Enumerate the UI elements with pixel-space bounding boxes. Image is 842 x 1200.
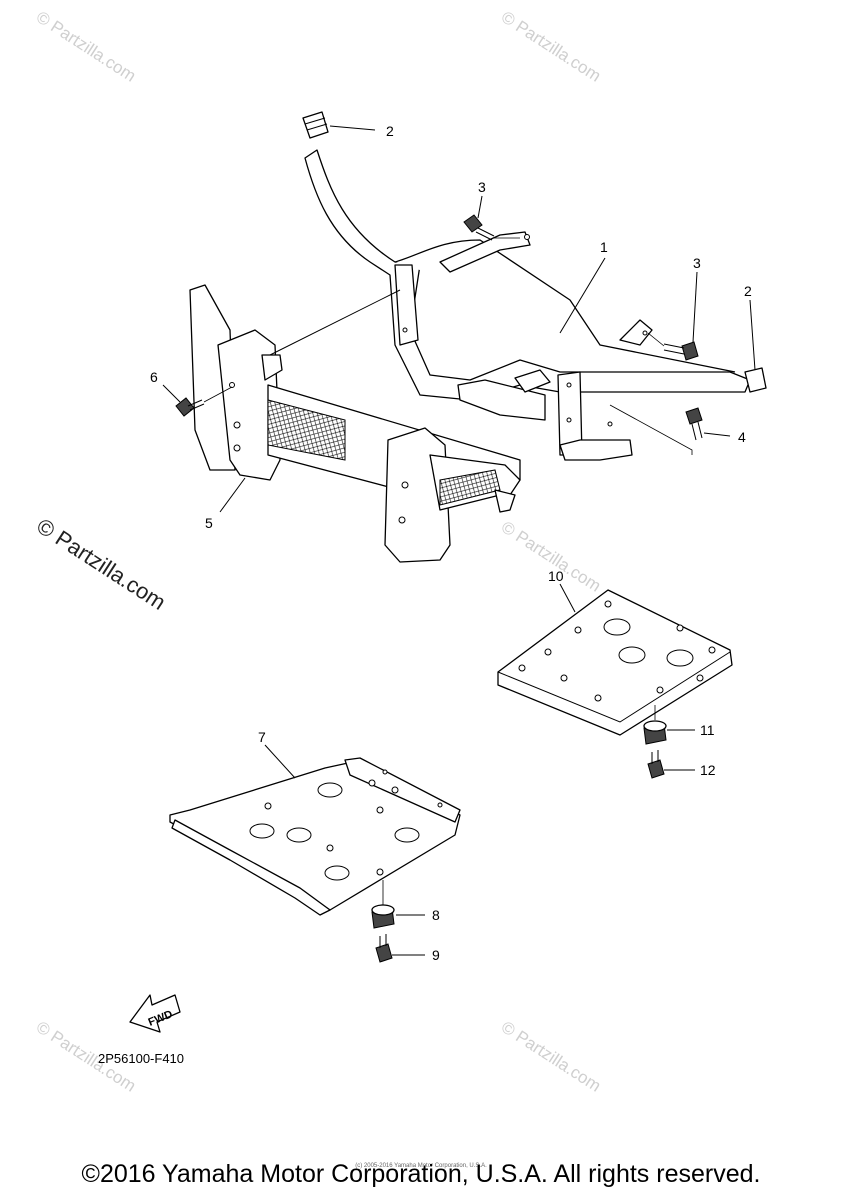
diagram-code: 2P56100-F410: [98, 1051, 184, 1066]
callout-6: 6: [150, 369, 158, 385]
callout-3-upper: 3: [478, 179, 486, 195]
callout-2-right: 2: [744, 283, 752, 299]
callout-7: 7: [258, 729, 266, 745]
watermark-large: © Partzilla.com: [32, 513, 170, 615]
part-12-bolt: [647, 750, 665, 779]
part-1-front-bumper: [304, 149, 751, 461]
tiny-copyright: (c) 2005-2016 Yamaha Motor Corporation, …: [355, 1163, 487, 1169]
callout-11: 11: [700, 722, 715, 738]
fwd-arrow-icon: FWD: [129, 994, 181, 1033]
part-4-bolt: [685, 407, 703, 441]
callout-8: 8: [432, 907, 440, 923]
callout-3-right: 3: [693, 255, 701, 271]
watermark: © Partzilla.com: [498, 517, 604, 595]
part-8-nut: [371, 904, 395, 929]
watermark: © Partzilla.com: [33, 7, 139, 85]
part-5-front-guard: [189, 284, 521, 563]
callout-4: 4: [738, 429, 746, 445]
part-9-bolt: [375, 934, 393, 963]
part-11-nut: [643, 720, 667, 745]
callout-labels: 1 2 2 3 3 4 5 6 7 8 9 10 11 12: [150, 123, 752, 963]
callout-10: 10: [548, 568, 564, 584]
footer-copyright: ©2016 Yamaha Motor Corporation, U.S.A. A…: [81, 1160, 761, 1188]
part-2-end-cap-top: [302, 111, 329, 139]
part-3-bolt-right: [663, 341, 699, 361]
callout-5: 5: [205, 515, 213, 531]
callout-12: 12: [700, 762, 716, 778]
part-3-bolt-upper: [463, 214, 495, 241]
watermark: © Partzilla.com: [498, 1017, 604, 1095]
callout-9: 9: [432, 947, 440, 963]
callout-2-top: 2: [386, 123, 394, 139]
callout-1: 1: [600, 239, 608, 255]
part-6-bolt: [175, 397, 205, 417]
part-7-skid-plate: [169, 757, 461, 916]
part-10-skid-plate: [497, 589, 733, 736]
part-2-end-cap-right: [744, 367, 767, 393]
watermark: © Partzilla.com: [498, 7, 604, 85]
